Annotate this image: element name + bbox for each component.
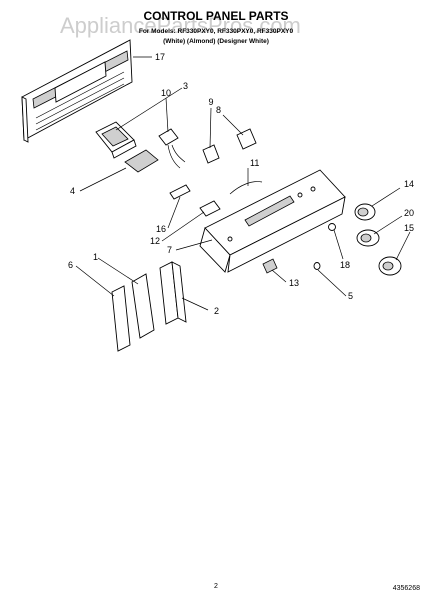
callout-4: 4 xyxy=(70,186,75,196)
color-variants: (White) (Almond) (Designer White) xyxy=(163,38,269,45)
callout-3: 3 xyxy=(183,81,188,91)
wire-harness-part xyxy=(229,181,263,195)
callout-15: 15 xyxy=(404,223,414,233)
callout-13: 13 xyxy=(289,278,299,288)
callout-18: 18 xyxy=(340,260,350,270)
leader-lines xyxy=(75,56,411,311)
callout-17: 17 xyxy=(155,52,165,62)
spring-part xyxy=(313,262,321,270)
knob-part-14 xyxy=(354,203,376,221)
callout-14: 14 xyxy=(404,179,414,189)
side-bracket-part-2 xyxy=(159,261,187,325)
clip-part xyxy=(199,200,221,217)
plug-part xyxy=(262,258,278,274)
callout-1: 1 xyxy=(93,252,98,262)
bracket-part xyxy=(169,184,191,200)
callout-9: 9 xyxy=(208,97,213,107)
callout-7: 7 xyxy=(167,245,172,255)
switch-part-9 xyxy=(202,144,220,164)
callout-20: 20 xyxy=(404,208,414,218)
callout-5: 5 xyxy=(348,291,353,301)
watermark-text: AppliancePartsPros.com xyxy=(60,13,301,38)
page-number: 2 xyxy=(214,583,218,590)
callout-12: 12 xyxy=(150,236,160,246)
callout-10: 10 xyxy=(161,88,171,98)
side-bracket-part-1 xyxy=(131,273,155,339)
document-number: 4356268 xyxy=(393,585,420,592)
callout-6: 6 xyxy=(68,260,73,270)
callout-11: 11 xyxy=(250,158,259,168)
diagram-title: CONTROL PANEL PARTS xyxy=(143,9,288,23)
side-bracket-part-6 xyxy=(111,285,131,352)
switch-part xyxy=(158,128,186,169)
lens-part xyxy=(124,149,159,173)
knob-part-20 xyxy=(356,229,380,247)
display-window-part xyxy=(95,121,137,159)
control-panel-part xyxy=(199,169,346,273)
rear-panel-part xyxy=(21,39,133,143)
callout-16: 16 xyxy=(156,224,166,234)
model-numbers: For Models: RF330PXY0, RF330PXY0, RF330P… xyxy=(139,28,294,35)
callout-8: 8 xyxy=(216,105,221,115)
knob-part-15 xyxy=(378,256,402,276)
callout-2: 2 xyxy=(214,306,219,316)
callout-labels: 1 2 3 4 5 6 7 8 9 10 11 12 13 14 15 16 1… xyxy=(68,52,414,316)
spacer-part xyxy=(328,223,336,231)
